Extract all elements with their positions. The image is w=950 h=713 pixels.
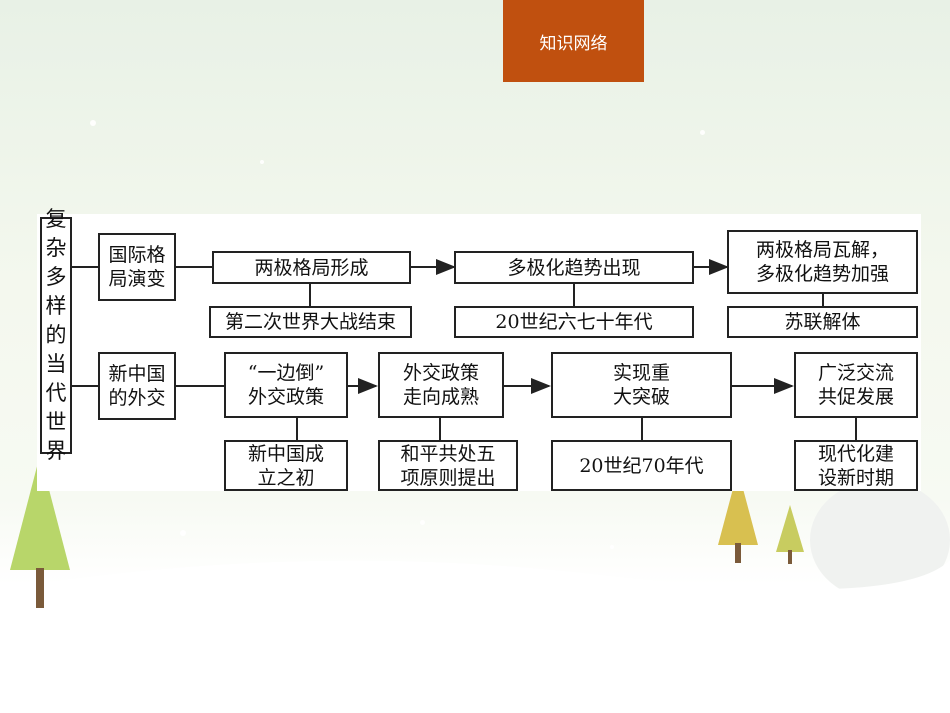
time-five-principles: 和平共处五 项原则提出 xyxy=(378,440,518,491)
stage-major-breakthrough: 实现重 大突破 xyxy=(551,352,732,418)
stage-bipolar-formed: 两极格局形成 xyxy=(212,251,411,284)
time-1960s-70s: 20世纪六七十年代 xyxy=(454,306,694,338)
tree-left-icon xyxy=(10,455,70,570)
stage-multipolar-trend: 多极化趋势出现 xyxy=(454,251,694,284)
category-new-china-diplomacy: 新中国 的外交 xyxy=(98,352,176,420)
diagram-connectors xyxy=(72,259,857,440)
time-1970s: 20世纪70年代 xyxy=(551,440,732,491)
time-founding-of-prc: 新中国成 立之初 xyxy=(224,440,348,491)
knowledge-diagram: 复杂多样的当代世界 国际格 局演变 两极格局形成 多极化趋势出现 两极格局瓦解，… xyxy=(37,207,921,491)
category-international-pattern: 国际格 局演变 xyxy=(98,233,176,301)
tree-right-icon xyxy=(718,470,758,545)
time-ww2-end: 第二次世界大战结束 xyxy=(209,306,412,338)
stage-policy-maturing: 外交政策 走向成熟 xyxy=(378,352,504,418)
stage-bipolar-collapse: 两极格局瓦解， 多极化趋势加强 xyxy=(727,230,918,294)
stage-broad-exchange: 广泛交流 共促发展 xyxy=(794,352,918,418)
root-topic-box: 复杂多样的当代世界 xyxy=(40,207,72,463)
knowledge-network-tab[interactable]: 知识网络 xyxy=(503,0,644,82)
stage-lean-to-one-side: “一边倒” 外交政策 xyxy=(224,352,348,418)
time-ussr-dissolution: 苏联解体 xyxy=(727,306,918,338)
time-modernization-era: 现代化建 设新时期 xyxy=(794,440,918,491)
tree-small-icon xyxy=(776,505,804,552)
snowball-decoration xyxy=(810,480,950,600)
